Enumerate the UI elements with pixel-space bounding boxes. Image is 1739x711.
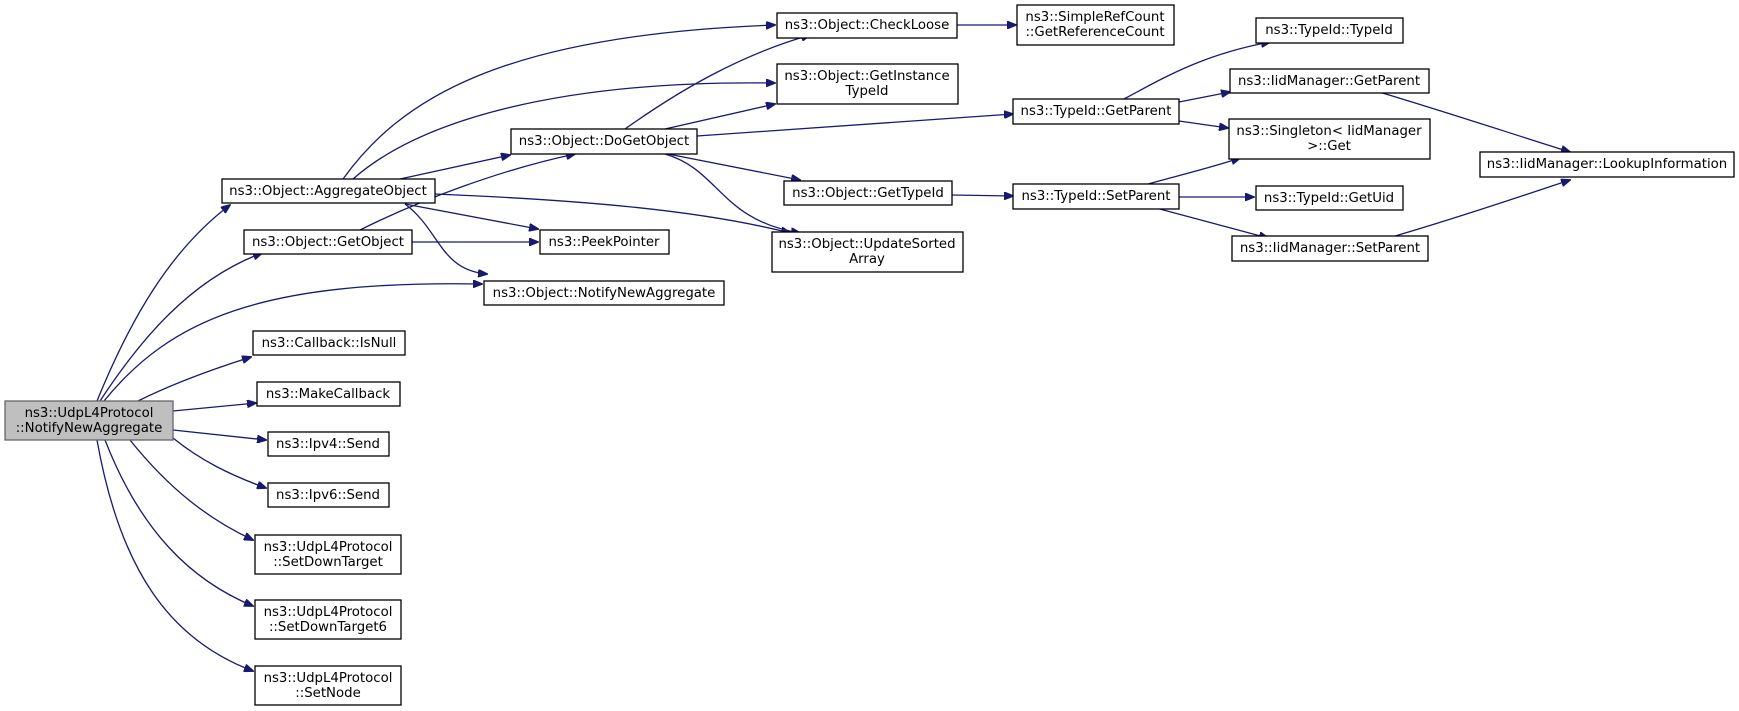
node-iidmanager-lookup-information[interactable]: ns3::IidManager::LookupInformation <box>1479 151 1735 178</box>
node-udp-set-node[interactable]: ns3::UdpL4Protocol ::SetNode <box>254 665 402 706</box>
edge-dogetobject-updsorted <box>664 153 800 233</box>
node-label: ns3::Object::CheckLoose <box>785 18 950 33</box>
node-label: ns3::TypeId::GetUid <box>1264 191 1394 206</box>
node-label: ns3::PeekPointer <box>548 235 660 250</box>
node-ipv6-send[interactable]: ns3::Ipv6::Send <box>267 482 390 508</box>
edge-root-setdown6 <box>104 439 253 606</box>
node-iidmanager-set-parent[interactable]: ns3::IidManager::SetParent <box>1231 235 1429 262</box>
edge-tidsetparent-singleton <box>1147 158 1240 185</box>
node-ipv4-send[interactable]: ns3::Ipv4::Send <box>267 431 390 457</box>
edge-dogetobject-checkloose <box>624 35 810 130</box>
node-label: ns3::IidManager::LookupInformation <box>1487 157 1727 172</box>
node-singleton-iidmanager-get[interactable]: ns3::Singleton< IidManager >::Get <box>1228 118 1431 160</box>
node-label: ::NotifyNewAggregate <box>16 421 163 436</box>
node-label: ::SetNode <box>295 686 361 701</box>
node-typeid-get-uid[interactable]: ns3::TypeId::GetUid <box>1255 185 1404 211</box>
edge-tidgetparent-tidtypeid <box>1123 42 1270 100</box>
node-label: ns3::TypeId::TypeId <box>1265 23 1393 38</box>
node-object-aggregate-object[interactable]: ns3::Object::AggregateObject <box>221 178 436 204</box>
node-label: ns3::Object::GetInstance <box>784 69 949 84</box>
edge-aggregate-dogetobject <box>399 155 510 180</box>
edge-gettypeid-tidsetparent <box>951 195 1013 196</box>
nodes: ns3::UdpL4Protocol ::NotifyNewAggregate … <box>4 4 1735 706</box>
node-label: TypeId <box>845 84 889 99</box>
edge-aggregate-checkloose <box>342 25 775 180</box>
edge-dogetobject-gettypeid <box>667 153 800 180</box>
node-label: ns3::MakeCallback <box>266 387 391 402</box>
node-object-notify-new-aggregate[interactable]: ns3::Object::NotifyNewAggregate <box>483 280 725 306</box>
edge-dogetobject-getinst <box>664 104 775 130</box>
node-object-do-get-object[interactable]: ns3::Object::DoGetObject <box>510 128 698 155</box>
node-label: ns3::UdpL4Protocol <box>264 605 393 620</box>
node-label: ns3::Ipv4::Send <box>276 437 380 452</box>
node-label: ns3::Ipv6::Send <box>276 488 380 503</box>
node-object-check-loose[interactable]: ns3::Object::CheckLoose <box>776 12 958 39</box>
node-udp-set-down-target6[interactable]: ns3::UdpL4Protocol ::SetDownTarget6 <box>254 599 402 640</box>
node-label: ns3::Object::GetObject <box>252 235 404 250</box>
node-label: ns3::Object::NotifyNewAggregate <box>493 286 716 301</box>
edge-root-notifynew <box>103 284 482 402</box>
node-label: Array <box>849 252 885 267</box>
edge-root-aggregate <box>96 205 230 402</box>
node-label: ns3::Singleton< IidManager <box>1236 124 1422 139</box>
edge-root-setdown <box>129 439 253 540</box>
node-typeid-typeid[interactable]: ns3::TypeId::TypeId <box>1255 17 1404 44</box>
edge-tidgetparent-singleton <box>1178 120 1228 128</box>
node-iidmanager-get-parent[interactable]: ns3::IidManager::GetParent <box>1229 68 1430 94</box>
edges <box>96 25 1570 671</box>
node-peek-pointer[interactable]: ns3::PeekPointer <box>539 229 670 255</box>
edge-root-getobject <box>99 253 262 402</box>
node-udp-notify-new-aggregate[interactable]: ns3::UdpL4Protocol ::NotifyNewAggregate <box>4 400 174 441</box>
edge-tidsetparent-iidsetparent <box>1155 207 1268 238</box>
node-label: ns3::Object::DoGetObject <box>519 134 689 149</box>
edge-root-ipv6 <box>172 437 266 488</box>
node-label: ns3::Object::GetTypeId <box>792 186 944 201</box>
node-label: ns3::UdpL4Protocol <box>264 671 393 686</box>
edge-aggregate-updsorted <box>434 193 790 233</box>
node-label: ns3::Callback::IsNull <box>262 336 397 351</box>
edge-tidgetparent-iidgetparent <box>1178 92 1230 103</box>
node-object-get-typeid[interactable]: ns3::Object::GetTypeId <box>783 180 953 206</box>
edge-aggregate-getinst <box>352 83 775 180</box>
edge-root-makecb <box>172 403 256 412</box>
node-label: ::GetReferenceCount <box>1025 25 1164 40</box>
node-label: ns3::IidManager::GetParent <box>1238 74 1420 89</box>
edge-root-isnull <box>137 357 251 402</box>
node-callback-isnull[interactable]: ns3::Callback::IsNull <box>252 330 406 356</box>
edge-iidgetparent-lookup <box>1378 91 1570 152</box>
edge-dogetobject-tidgetparent <box>696 114 1013 137</box>
node-label: ns3::SimpleRefCount <box>1025 10 1164 25</box>
node-label: ns3::Object::AggregateObject <box>229 184 427 199</box>
node-make-callback[interactable]: ns3::MakeCallback <box>256 381 401 407</box>
node-udp-set-down-target[interactable]: ns3::UdpL4Protocol ::SetDownTarget <box>254 534 402 575</box>
node-object-get-object[interactable]: ns3::Object::GetObject <box>243 229 413 255</box>
edge-getobject-dogetobject <box>359 154 575 231</box>
node-label: ns3::Object::UpdateSorted <box>778 237 955 252</box>
node-label: ns3::UdpL4Protocol <box>264 540 393 555</box>
node-label: ns3::TypeId::SetParent <box>1021 189 1170 204</box>
node-typeid-get-parent[interactable]: ns3::TypeId::GetParent <box>1012 98 1180 125</box>
node-label: ::SetDownTarget <box>273 555 383 570</box>
node-label: >::Get <box>1307 139 1351 154</box>
edge-iidsetparent-lookup <box>1384 180 1570 240</box>
node-label: ns3::TypeId::GetParent <box>1021 104 1172 119</box>
edge-root-ipv4 <box>172 429 266 440</box>
edge-aggregate-notifynew <box>404 203 487 274</box>
edge-aggregate-peek <box>404 203 538 229</box>
node-simple-ref-count[interactable]: ns3::SimpleRefCount ::GetReferenceCount <box>1016 4 1175 46</box>
node-object-update-sorted-array[interactable]: ns3::Object::UpdateSorted Array <box>771 231 964 273</box>
node-label: ns3::UdpL4Protocol <box>25 406 154 421</box>
node-typeid-set-parent[interactable]: ns3::TypeId::SetParent <box>1012 183 1180 210</box>
edge-root-setnode <box>96 439 253 671</box>
node-object-get-instance-typeid[interactable]: ns3::Object::GetInstance TypeId <box>776 63 959 105</box>
node-label: ::SetDownTarget6 <box>269 620 387 635</box>
node-label: ns3::IidManager::SetParent <box>1240 241 1420 256</box>
